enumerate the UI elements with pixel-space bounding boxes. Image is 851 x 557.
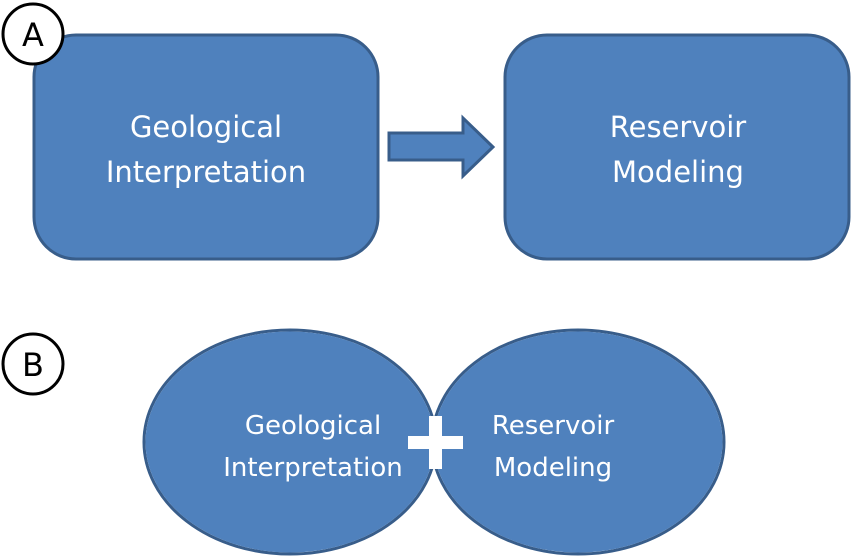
box-left-line2: Interpretation — [106, 155, 306, 189]
plus-icon — [408, 416, 463, 469]
geological-interpretation-ellipse — [145, 331, 435, 553]
reservoir-modeling-ellipse — [433, 331, 723, 553]
geological-interpretation-box — [32, 33, 380, 261]
right-arrow-icon — [387, 114, 496, 180]
reservoir-modeling-box — [503, 33, 851, 261]
box-right-line1: Reservoir — [610, 110, 747, 144]
panel-b-label: B — [22, 346, 44, 384]
panel-b-label-circle — [1, 332, 65, 396]
panel-a-label: A — [22, 16, 44, 54]
ellipse-right-line1: Reservoir — [492, 411, 615, 441]
box-right-line2: Modeling — [612, 155, 744, 189]
ellipse-right-line2: Modeling — [494, 453, 612, 483]
box-left-line1: Geological — [130, 110, 282, 144]
panel-b: B Geological Interpretation Reservoir Mo… — [1, 328, 726, 556]
panel-a-label-circle — [1, 2, 65, 66]
ellipse-left-line1: Geological — [245, 411, 381, 441]
ellipse-left-line2: Interpretation — [223, 453, 403, 483]
panel-a: Geological Interpretation Reservoir Mode… — [1, 2, 851, 261]
